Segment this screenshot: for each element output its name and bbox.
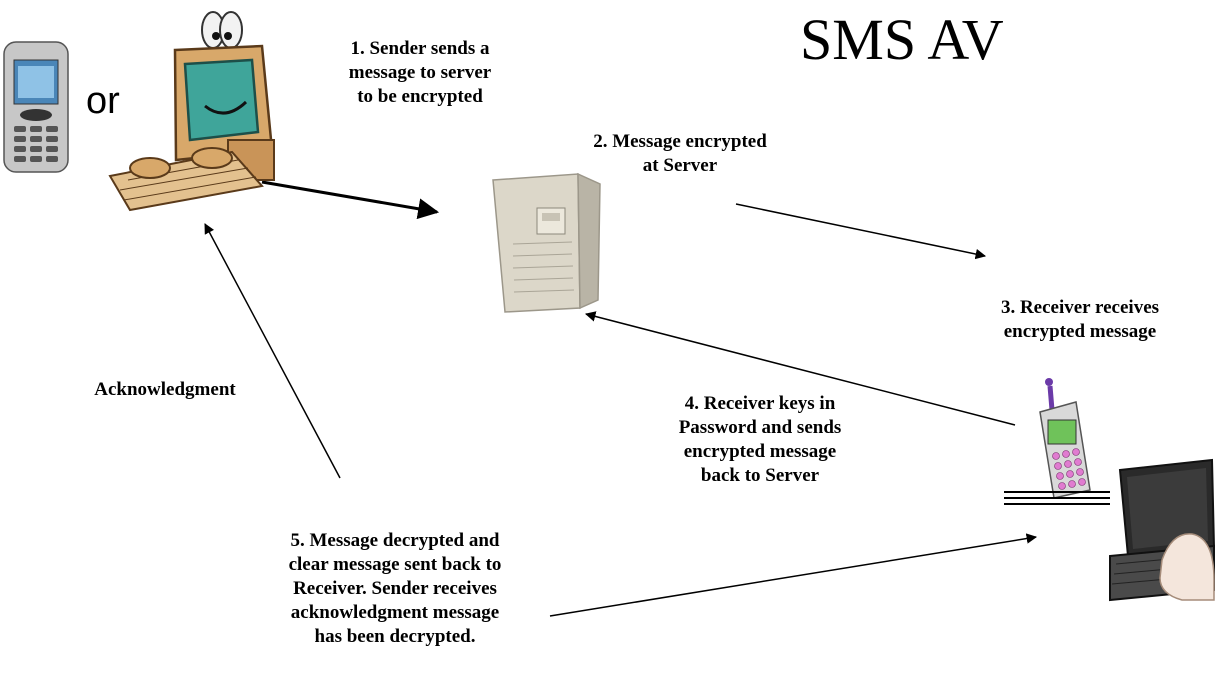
laptop-icon bbox=[1109, 458, 1216, 602]
step-1-line: to be encrypted bbox=[357, 86, 483, 107]
or-label: or bbox=[86, 80, 120, 122]
step-5-label: 5. Message decrypted and clear message s… bbox=[235, 529, 555, 649]
arrow-sender-to-server bbox=[261, 180, 440, 220]
step-5-line: has been decrypted. bbox=[314, 626, 476, 647]
step-5-line: Receiver. Sender receives bbox=[293, 578, 497, 599]
arrow-server-to-receiver bbox=[735, 203, 987, 260]
step-2-line: 2. Message encrypted bbox=[593, 131, 767, 152]
arrow-receiver-to-server bbox=[584, 311, 1016, 426]
step-4-line: back to Server bbox=[700, 465, 820, 486]
step-4-line: Password and sends bbox=[678, 417, 842, 438]
step-4-line: 4. Receiver keys in bbox=[684, 393, 836, 414]
step-4-label: 4. Receiver keys in Password and sends e… bbox=[640, 392, 880, 488]
step-5-line: clear message sent back to bbox=[288, 554, 502, 575]
arrow-acknowledgment bbox=[204, 223, 341, 479]
cartoon-computer-icon bbox=[108, 11, 275, 212]
step-2-line: at Server bbox=[642, 155, 718, 176]
step-2-label: 2. Message encrypted at Server bbox=[550, 130, 810, 178]
acknowledgment-label: Acknowledgment bbox=[94, 379, 236, 400]
receiver-phone-icon bbox=[1004, 378, 1110, 505]
step-5-line: acknowledgment message bbox=[290, 602, 500, 623]
step-1-line: message to server bbox=[348, 62, 492, 83]
step-4-line: encrypted message bbox=[683, 441, 837, 462]
page-title: SMS AV bbox=[800, 7, 1004, 72]
step-5-line: 5. Message decrypted and bbox=[290, 530, 500, 551]
step-3-label: 3. Receiver receives encrypted message bbox=[960, 296, 1200, 344]
step-3-line: 3. Receiver receives bbox=[1000, 297, 1160, 318]
server-tower-icon bbox=[492, 172, 601, 313]
arrow-decrypted-to-receiver bbox=[549, 533, 1038, 617]
step-1-line: 1. Sender sends a bbox=[350, 38, 490, 59]
step-1-label: 1. Sender sends a message to server to b… bbox=[300, 37, 540, 109]
step-3-line: encrypted message bbox=[1003, 321, 1157, 342]
mobile-phone-icon bbox=[3, 41, 69, 173]
